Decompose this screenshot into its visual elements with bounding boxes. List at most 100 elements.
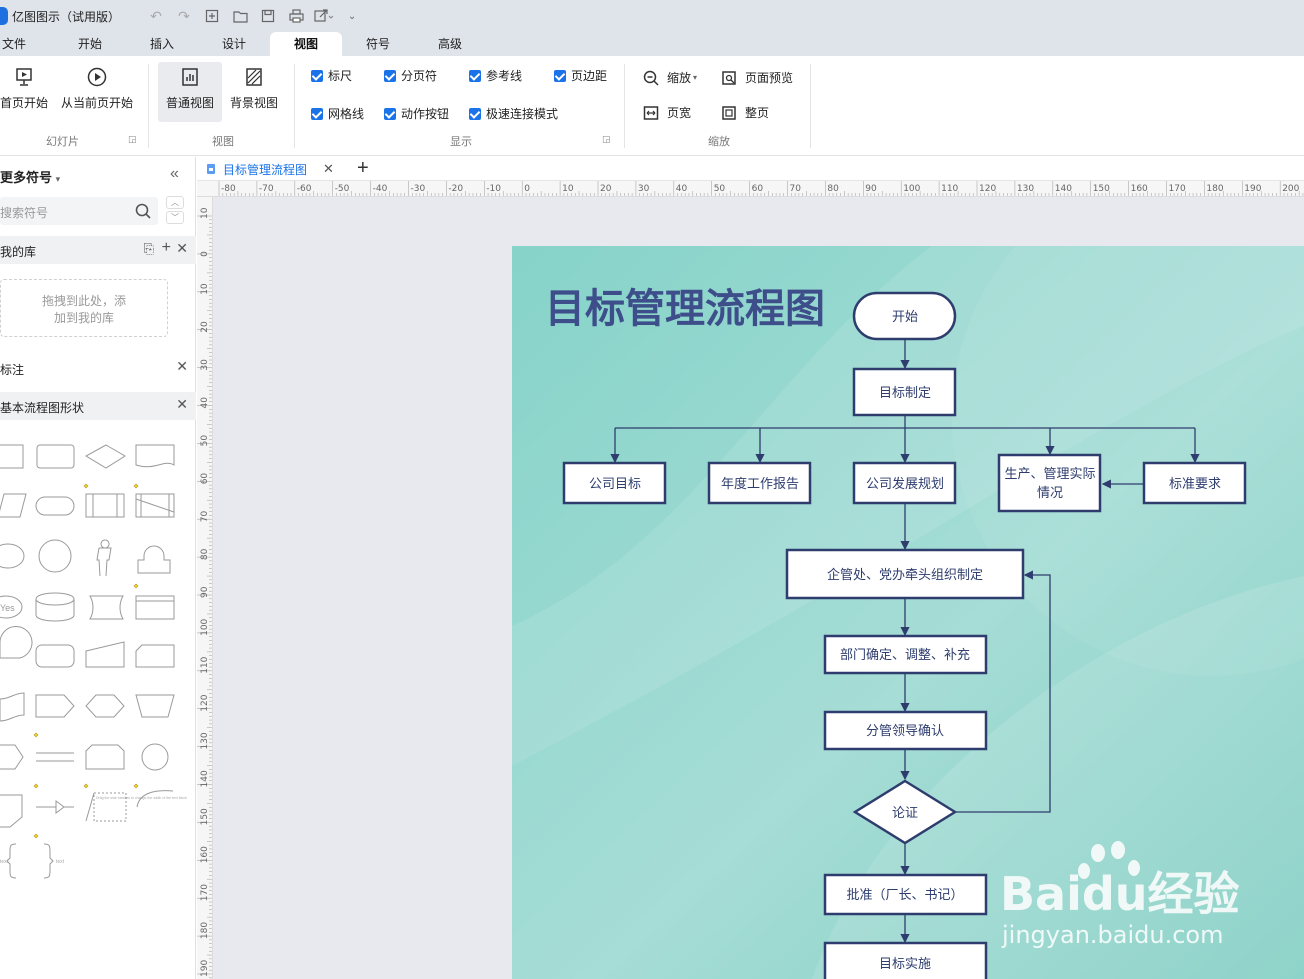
direct-data-shape[interactable] <box>35 644 75 668</box>
display-launcher-icon[interactable]: ◲ <box>602 134 611 144</box>
start-node[interactable]: 开始 <box>852 291 957 341</box>
add-page-button[interactable]: + <box>357 157 369 179</box>
my-library-header[interactable]: 我的库 ⎘ + ✕ <box>0 236 196 264</box>
document-tab[interactable]: 目标管理流程图 ✕ <box>205 157 334 181</box>
collapse-panel-icon[interactable]: « <box>170 165 179 182</box>
decision-shape[interactable] <box>84 444 126 469</box>
tab-symbols[interactable]: 符号 <box>365 37 390 51</box>
tab-file[interactable]: 文件 <box>1 37 26 51</box>
braces-shape[interactable] <box>6 843 54 879</box>
add-icon[interactable]: + <box>161 239 171 256</box>
off-page-reference-shape[interactable] <box>0 794 23 828</box>
tab-view[interactable]: 视图 <box>270 32 342 56</box>
annotation-library-header[interactable]: 标注 ✕ <box>0 358 188 377</box>
basic-flowchart-library-header[interactable]: 基本流程图形状 ✕ <box>0 392 196 420</box>
loop-limit-shape[interactable] <box>85 744 125 770</box>
stored-data-shape[interactable] <box>89 595 124 620</box>
tape-shape[interactable] <box>0 692 25 722</box>
database-shape[interactable] <box>35 592 75 622</box>
yes-label-shape[interactable] <box>0 595 23 619</box>
tab-advanced[interactable]: 高级 <box>437 37 462 51</box>
off-page-shape[interactable] <box>0 744 24 770</box>
action-button-checkbox[interactable]: 动作按钮 <box>384 105 449 122</box>
close-icon[interactable]: ✕ <box>176 396 188 412</box>
more-symbols-button[interactable]: 更多符号 ▾ <box>0 170 61 185</box>
card-shape[interactable] <box>135 595 175 620</box>
save-icon[interactable] <box>254 5 282 27</box>
production-status-node[interactable]: 生产、管理实际 情况 <box>997 453 1102 513</box>
scroll-down-icon[interactable]: ﹀ <box>166 211 184 224</box>
zoom-button[interactable]: 缩放▾ <box>643 69 697 86</box>
drawing-canvas[interactable]: 目标管理流程图 开始 目标 <box>213 197 1304 979</box>
development-plan-node[interactable]: 公司发展规划 <box>852 461 957 505</box>
approval-node[interactable]: 批准（厂长、书记） <box>823 873 988 916</box>
standard-requirements-node[interactable]: 标准要求 <box>1142 461 1247 505</box>
circle-shape[interactable] <box>38 539 72 573</box>
whole-page-button[interactable]: 整页 <box>721 104 769 121</box>
close-tab-icon[interactable]: ✕ <box>323 161 334 176</box>
scroll-up-icon[interactable]: ︿ <box>166 196 184 209</box>
tab-design[interactable]: 设计 <box>221 37 246 51</box>
department-adjust-node[interactable]: 部门确定、调整、补充 <box>823 634 988 675</box>
text-block-shape[interactable] <box>93 792 127 822</box>
sequential-data-shape[interactable] <box>0 626 33 659</box>
page-break-checkbox[interactable]: 分页符 <box>384 67 437 84</box>
arc-shape[interactable] <box>136 790 174 808</box>
background-view-button[interactable]: 背景视图 <box>226 66 282 111</box>
margins-checkbox[interactable]: 页边距 <box>554 67 607 84</box>
fast-connect-checkbox[interactable]: 极速连接模式 <box>469 105 558 122</box>
close-icon[interactable]: ✕ <box>176 358 188 374</box>
predefined-process-shape[interactable] <box>85 493 125 518</box>
more-chevron-icon[interactable]: ⌄ <box>347 10 357 22</box>
my-library-drop-zone[interactable]: 拖拽到此处，添 加到我的库 <box>0 279 168 337</box>
grid-checkbox[interactable]: 网格线 <box>311 105 364 122</box>
slideshow-launcher-icon[interactable]: ◲ <box>128 134 137 144</box>
tab-insert[interactable]: 插入 <box>149 37 174 51</box>
open-folder-icon[interactable] <box>226 5 254 27</box>
manual-input-shape[interactable] <box>85 641 125 668</box>
diagram-page[interactable]: 目标管理流程图 开始 目标 <box>512 246 1304 979</box>
flow-arrow-shape[interactable] <box>36 800 74 814</box>
annual-report-node[interactable]: 年度工作报告 <box>707 461 812 505</box>
new-file-icon[interactable] <box>198 5 226 27</box>
process-shape[interactable] <box>0 444 24 469</box>
rounded-process-shape[interactable] <box>36 444 75 469</box>
close-icon[interactable]: ✕ <box>176 240 188 256</box>
manual-operation-shape[interactable] <box>135 694 175 718</box>
background-view-icon <box>246 68 262 86</box>
delay-shape[interactable] <box>35 694 75 718</box>
page-preview-button[interactable]: 页面预览 <box>721 69 793 86</box>
terminator-shape[interactable] <box>35 496 75 516</box>
symbol-search-input[interactable]: 搜索符号 <box>0 197 158 225</box>
display-shape[interactable] <box>85 694 125 718</box>
guides-checkbox[interactable]: 参考线 <box>469 67 522 84</box>
user-shape[interactable] <box>137 545 171 574</box>
play-from-current-button[interactable]: 从当前页开始 <box>56 66 138 111</box>
data-shape[interactable] <box>0 493 27 518</box>
goal-implementation-node[interactable]: 目标实施 <box>823 941 988 979</box>
search-icon[interactable] <box>134 202 152 220</box>
organize-formulation-node[interactable]: 企管处、党办牵头组织制定 <box>785 548 1025 600</box>
tab-home[interactable]: 开始 <box>77 37 102 51</box>
play-from-first-button[interactable]: 首页开始 <box>0 66 48 111</box>
connector-shape[interactable] <box>141 743 169 771</box>
punched-card-shape[interactable] <box>135 644 175 668</box>
redo-icon[interactable]: ↷ <box>178 7 190 24</box>
import-icon[interactable]: ⎘ <box>143 241 154 256</box>
goal-setting-node[interactable]: 目标制定 <box>852 367 957 417</box>
undo-icon[interactable]: ↶ <box>150 7 162 24</box>
diagram-title[interactable]: 目标管理流程图 <box>545 286 825 332</box>
parallel-mode-shape[interactable] <box>36 752 74 762</box>
page-width-button[interactable]: 页宽 <box>643 104 691 121</box>
ruler-checkbox[interactable]: 标尺 <box>311 67 352 84</box>
internal-storage-shape[interactable] <box>135 493 175 518</box>
leader-confirm-node[interactable]: 分管领导确认 <box>823 710 988 751</box>
print-icon[interactable] <box>282 5 310 27</box>
export-icon[interactable] <box>310 5 338 27</box>
company-goal-node[interactable]: 公司目标 <box>562 461 667 505</box>
verification-decision-node[interactable]: 论证 <box>852 779 958 845</box>
normal-view-button[interactable]: 普通视图 <box>158 62 222 122</box>
document-shape[interactable] <box>135 444 175 468</box>
actor-shape[interactable] <box>96 539 112 577</box>
ellipse-shape[interactable] <box>0 543 25 569</box>
